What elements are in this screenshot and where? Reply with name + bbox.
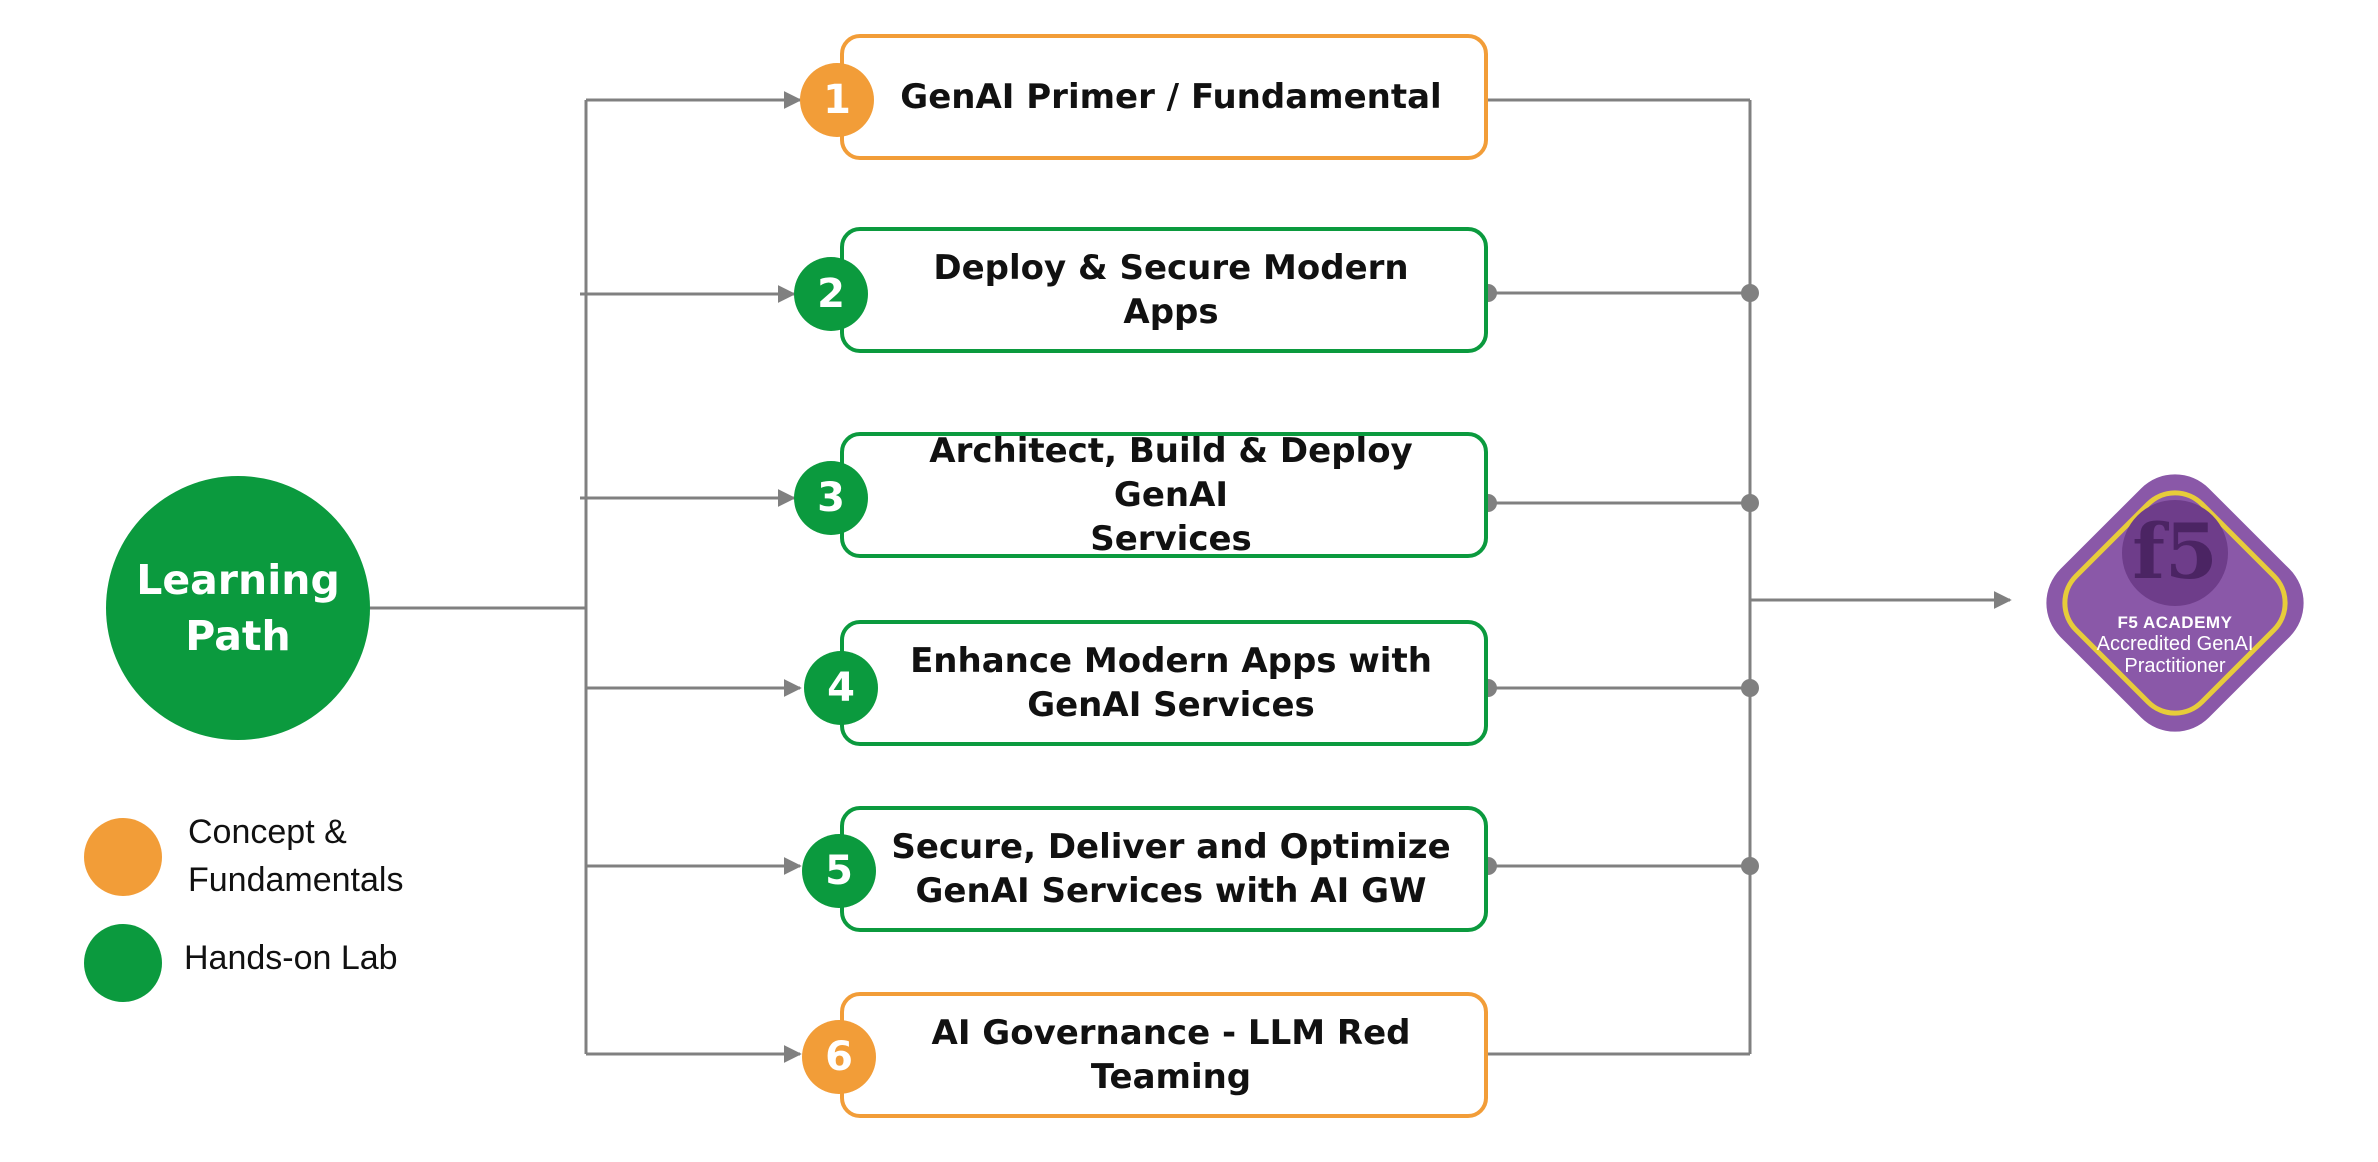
- module-2-box: Deploy & Secure Modern Apps: [840, 227, 1488, 353]
- junction-dot: [1741, 857, 1759, 875]
- module-3-title-line2: Services: [1090, 519, 1252, 559]
- module-6-number-badge: 6: [802, 1020, 876, 1094]
- module-4-title-line2: GenAI Services: [1027, 685, 1315, 725]
- junction-dot: [1741, 494, 1759, 512]
- module-5-box: Secure, Deliver and Optimize GenAI Servi…: [840, 806, 1488, 932]
- legend-lab-label: Hands-on Lab: [184, 939, 398, 977]
- module-4-box: Enhance Modern Apps with GenAI Services: [840, 620, 1488, 746]
- module-6-title-line2: Teaming: [1090, 1057, 1252, 1097]
- learning-path-label-2: Path: [185, 612, 291, 660]
- f5-logo-icon: [2122, 500, 2228, 606]
- badge-line-3: Practitioner: [2124, 655, 2226, 677]
- badge-line-1: F5 ACADEMY: [2117, 613, 2233, 632]
- badge-line-2: Accredited GenAI: [2096, 633, 2254, 655]
- module-5-title-line2: GenAI Services with AI GW: [915, 871, 1427, 911]
- module-5-number-badge: 5: [802, 834, 876, 908]
- module-4-number-badge: 4: [804, 651, 878, 725]
- module-5-title-line1: Secure, Deliver and Optimize: [891, 827, 1451, 867]
- f5-academy-badge: [2046, 474, 2304, 732]
- module-3-box: Architect, Build & Deploy GenAI Services: [840, 431, 1488, 559]
- legend-lab-dot: [84, 924, 162, 1002]
- module-6-title-line1: AI Governance - LLM Red: [931, 1013, 1411, 1053]
- module-4-title-line1: Enhance Modern Apps with: [910, 641, 1432, 681]
- module-6-box: AI Governance - LLM Red Teaming: [840, 992, 1488, 1118]
- module-3-title-line1: Architect, Build & Deploy GenAI: [929, 431, 1413, 515]
- module-1-title: GenAI Primer / Fundamental: [900, 77, 1442, 117]
- junction-dot: [1741, 284, 1759, 302]
- junction-dot: [1741, 679, 1759, 697]
- learning-path-label-1: Learning: [136, 556, 340, 604]
- module-1-number-badge: 1: [800, 63, 874, 137]
- module-1-box: GenAI Primer / Fundamental: [840, 34, 1488, 160]
- f5-logo-text: f5: [2132, 507, 2218, 596]
- module-2-title: Deploy & Secure Modern Apps: [933, 248, 1409, 332]
- module-2-number-badge: 2: [794, 257, 868, 331]
- legend-concept-dot: [84, 818, 162, 896]
- module-3-number-badge: 3: [794, 461, 868, 535]
- legend-concept-label: Concept & Fundamentals: [188, 813, 404, 899]
- learning-path-node: Learning Path: [106, 476, 370, 740]
